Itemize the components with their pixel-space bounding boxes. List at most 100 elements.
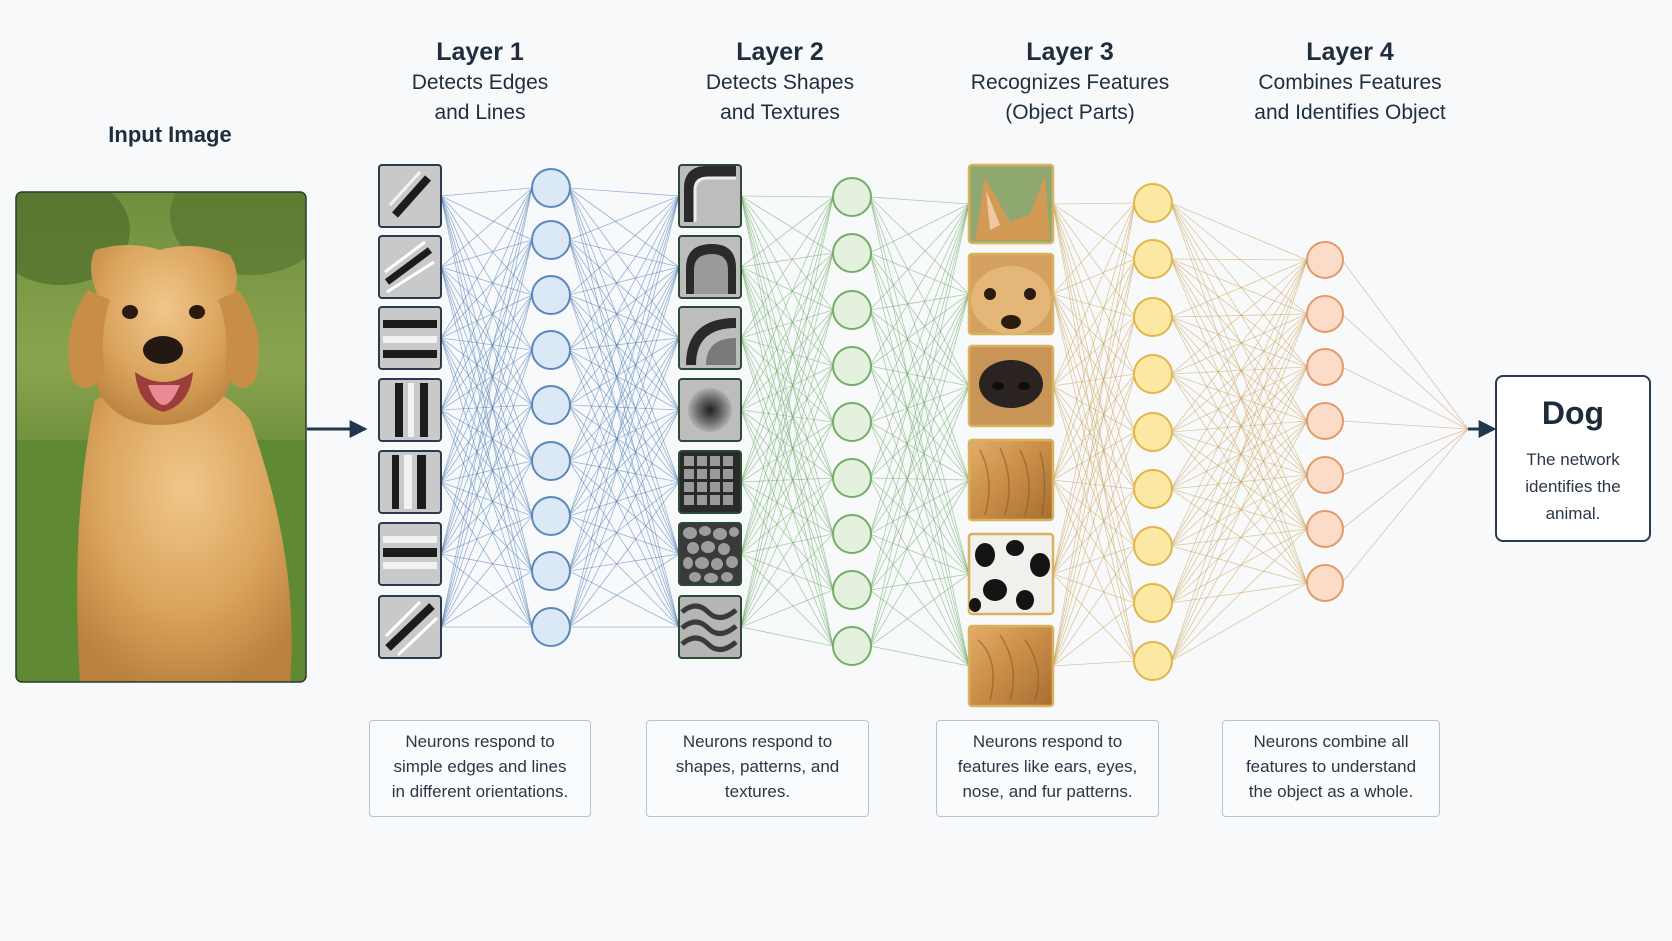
connection-line [740, 309, 834, 555]
connection-line [1170, 545, 1308, 584]
connection-line [1170, 259, 1308, 490]
connection-line [1170, 313, 1308, 604]
connection-line [740, 533, 834, 628]
neuron-node [531, 220, 571, 260]
connection-line [1052, 545, 1136, 575]
connection-line [740, 195, 834, 647]
connection-line [1170, 431, 1308, 584]
neuron-node [531, 330, 571, 370]
connection-line [568, 481, 680, 628]
connection-line [1052, 258, 1136, 481]
connection-line [568, 409, 680, 462]
connection-line [1052, 488, 1136, 575]
shape-tile [678, 235, 742, 299]
connection-line [568, 294, 680, 555]
connection-line [1170, 582, 1308, 662]
connection-line [740, 421, 834, 555]
layer1-to-layer2-lines [568, 187, 680, 628]
layer2-subtitle-line1: Detects Shapes [705, 71, 855, 94]
grid-texture-tile [678, 450, 742, 514]
connection-line [1170, 528, 1308, 662]
connection-line [1052, 202, 1136, 295]
connection-line [1170, 313, 1308, 318]
connection-line [869, 385, 970, 647]
connection-line [740, 553, 834, 647]
layer2-title: Layer 2 [736, 38, 824, 66]
connection-line [869, 203, 970, 479]
neuron-node [1133, 469, 1173, 509]
connection-line [1170, 366, 1308, 375]
connection-line [568, 266, 680, 517]
layer1-tile-to-node-lines [440, 187, 533, 628]
connection-line [440, 239, 533, 628]
connection-line [440, 337, 533, 462]
layer3-neurons [1133, 183, 1173, 681]
connection-line [1170, 316, 1308, 476]
connection-line [1170, 366, 1308, 662]
connection-line [568, 294, 680, 339]
neuron-node [1133, 526, 1173, 566]
connection-line [568, 266, 680, 296]
layer4-subtitle-line1: Combines Features [1258, 71, 1442, 94]
connection-line [740, 481, 834, 591]
connection-line [1170, 313, 1308, 662]
layer2-caption: Neurons respond to shapes, patterns, and… [646, 720, 869, 817]
spots-feature-tile [967, 532, 1055, 616]
connection-line [1052, 431, 1136, 575]
layer3-tile-to-node-lines [1052, 202, 1136, 667]
connection-line [869, 309, 970, 481]
connection-line [440, 294, 533, 555]
connection-line [1052, 203, 1136, 318]
layer1-neurons [531, 168, 571, 647]
connection-line [568, 481, 680, 517]
connection-line [1341, 428, 1469, 476]
connection-line [1052, 431, 1136, 481]
connection-line [1170, 474, 1308, 490]
layer3-subtitle-line1: Recognizes Features [970, 71, 1170, 94]
connection-line [869, 203, 970, 311]
connection-line [440, 187, 533, 197]
connection-line [869, 293, 970, 423]
connection-line [568, 239, 680, 339]
connection-line [1052, 385, 1136, 662]
connection-line [869, 573, 970, 647]
connection-line [568, 266, 680, 628]
connection-line [568, 515, 680, 555]
connection-line [869, 203, 970, 367]
layer2-neurons [832, 177, 872, 666]
connection-line [1170, 313, 1308, 490]
connection-line [568, 337, 680, 406]
edge-filter-tile [378, 235, 442, 299]
connection-line [440, 349, 533, 483]
connection-line [869, 293, 970, 479]
connection-line [1170, 528, 1308, 604]
connection-line [568, 195, 680, 241]
connection-line [740, 266, 834, 367]
connection-line [568, 409, 680, 517]
layer3-heading: Layer 3 Recognizes Features (Object Part… [950, 36, 1190, 128]
connection-line [1052, 203, 1136, 260]
neuron-node [1306, 510, 1344, 548]
connection-line [440, 481, 533, 572]
layer1-subtitle-line1: Detects Edges [411, 71, 549, 94]
neuron-node [832, 346, 872, 386]
connection-line [568, 294, 680, 483]
connection-line [440, 404, 533, 555]
connection-line [740, 409, 834, 591]
connection-line [568, 349, 680, 628]
connection-line [1052, 293, 1136, 318]
connection-line [1170, 202, 1308, 530]
neuron-node [1306, 402, 1344, 440]
layer4-subtitle-line2: and Identifies Object [1254, 101, 1446, 124]
connection-line [740, 365, 834, 628]
connection-line [440, 460, 533, 555]
connection-line [568, 337, 680, 351]
connection-line [1170, 366, 1308, 433]
edge-filter-tile [378, 450, 442, 514]
connection-line [740, 195, 834, 479]
connection-line [440, 409, 533, 517]
layer1-filter-tiles [378, 164, 442, 659]
neuron-node [1306, 564, 1344, 602]
ear-feature-tile [967, 163, 1055, 245]
